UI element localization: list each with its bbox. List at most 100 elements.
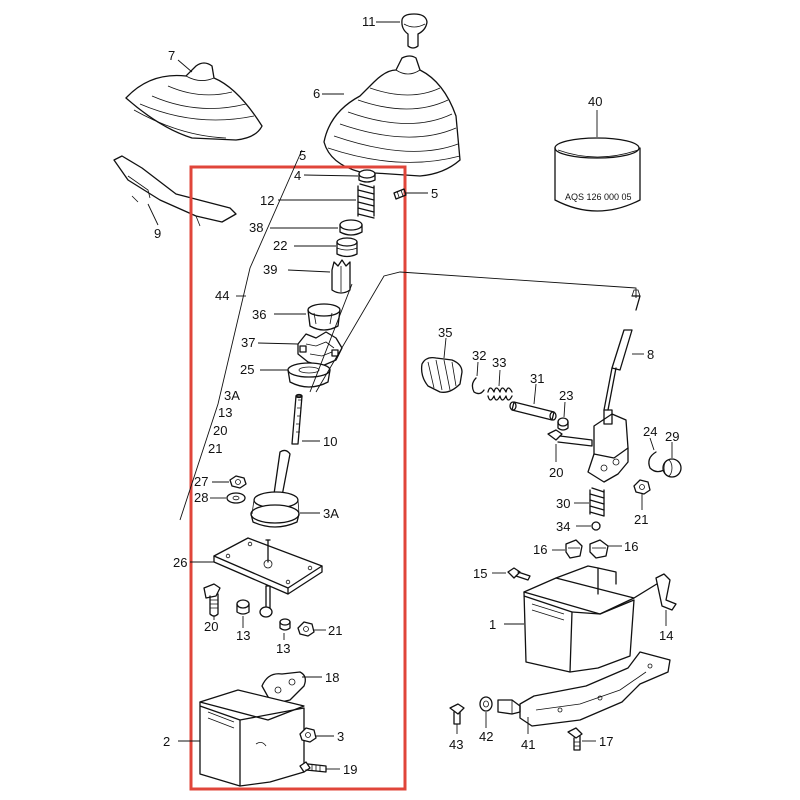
label-44: 44 [215,288,229,303]
label-3A: 3A [323,506,339,521]
housing-2 [199,689,305,787]
cup-25 [287,362,331,388]
label-16-right: 16 [624,539,638,554]
label-8: 8 [647,347,654,362]
trim-ring: AQS 126 000 05 [554,137,641,212]
label-38: 38 [249,220,263,235]
selector-37 [297,331,343,367]
label-1: 1 [489,617,496,632]
label-32: 32 [472,348,486,363]
rod-8 [603,289,641,411]
plate-41 [497,651,671,727]
stop-16-right [589,539,609,559]
washer-42 [479,696,493,712]
cap-29 [662,458,682,478]
linkage-block [587,409,629,483]
sleeve-36 [307,303,341,331]
label-41: 41 [521,737,535,752]
label-40: 40 [588,94,602,109]
clip-39 [331,259,351,294]
label-20-left: 20 [204,619,218,634]
label-10: 10 [323,434,337,449]
label-6: 6 [313,86,320,101]
label-39: 39 [263,262,277,277]
label-43: 43 [449,737,463,752]
bolt-20-right [547,429,593,447]
label-27: 27 [194,474,208,489]
label-11: 11 [362,14,376,29]
label-29: 29 [665,429,679,444]
clip-24 [648,451,665,473]
cap-4 [358,169,376,183]
label-23: 23 [559,388,573,403]
label-20-group: 20 [213,423,227,438]
gear-knob [401,13,428,49]
nut-21-left [297,621,315,637]
label-24: 24 [643,424,657,439]
label-4: 4 [294,168,301,183]
ring-stamp: AQS 126 000 05 [565,192,632,202]
label-3: 3 [337,729,344,744]
label-25: 25 [240,362,254,377]
label-14: 14 [659,628,673,643]
label-13-group: 13 [218,405,232,420]
label-35: 35 [438,325,452,340]
label-36: 36 [252,307,266,322]
bolt-19 [299,761,327,773]
label-34: 34 [556,519,570,534]
screw-5 [393,188,407,200]
pivot-pin [259,585,273,618]
label-26: 26 [173,555,187,570]
bushing-13-left [236,599,250,615]
ball-34 [591,521,601,531]
nut-3 [299,727,317,743]
rod-10 [291,393,303,445]
label-2: 2 [163,734,170,749]
bracket-14 [633,573,677,611]
label-5-top: 5 [299,148,306,163]
label-20-right: 20 [549,465,563,480]
clip-32 [471,377,485,395]
label-21-group: 21 [208,441,222,456]
screw-17 [567,727,583,751]
label-17: 17 [599,734,613,749]
boot-35 [420,356,463,393]
label-9: 9 [154,226,161,241]
bushing-23 [557,417,569,431]
lever-3A [250,449,300,528]
label-37: 37 [241,335,255,350]
washer-28 [226,492,246,504]
stop-16-left [565,539,583,559]
label-18: 18 [325,670,339,685]
nut-21-right [633,479,651,495]
spring-33 [487,387,513,401]
bracket-18 [261,671,306,705]
label-15: 15 [473,566,487,581]
shaft-31 [509,401,557,421]
label-19: 19 [343,762,357,777]
housing-1 [523,565,635,673]
spring-30 [589,487,605,517]
large-shift-boot [323,55,461,177]
label-13-left: 13 [236,628,250,643]
bolt-43 [449,703,465,725]
bushing-13-right [279,618,291,631]
label-42: 42 [479,729,493,744]
label-21-left: 21 [328,623,342,638]
base-plate-26 [213,537,323,595]
highlight-frame [189,165,407,791]
label-21-right: 21 [634,512,648,527]
label-28: 28 [194,490,208,505]
label-16-left: 16 [533,542,547,557]
bolt-20-left [203,583,221,617]
label-33: 33 [492,355,506,370]
bushing-22 [336,237,358,258]
label-5-right: 5 [431,186,438,201]
label-31: 31 [530,371,544,386]
label-22: 22 [273,238,287,253]
ring-38 [339,219,363,236]
label-12: 12 [260,193,274,208]
console-bracket [113,155,237,227]
screw-15 [507,567,531,581]
